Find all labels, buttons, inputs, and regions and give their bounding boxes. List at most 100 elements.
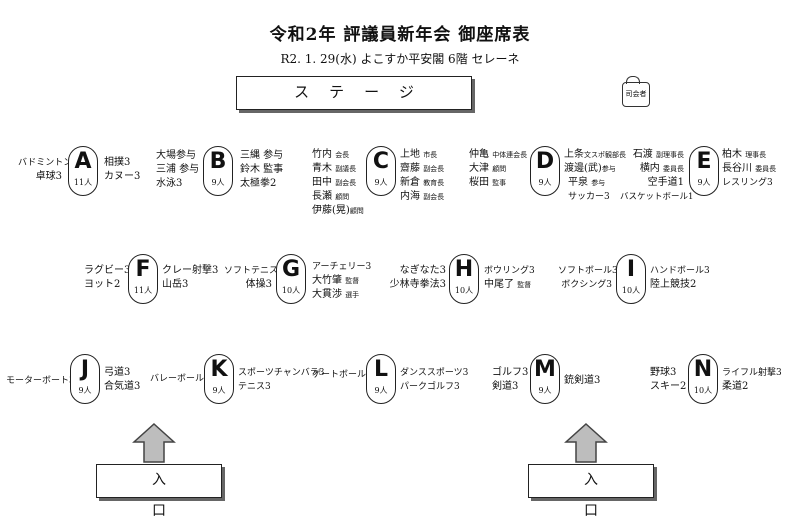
seat-name: ソフトボール3 (558, 266, 618, 276)
table-c-right: 上地 市長 齋藤 副会長 新倉 教育長 内海 副会長 (400, 148, 444, 204)
table-d-left: 仲亀 中体連会長 大津 顧問 桜田 監事 (469, 148, 527, 190)
table-d-right: 上条文スポ観部長 渡邊(武)参与 平泉 参与 サッカー3 (564, 148, 626, 204)
seat-name: 新倉 教育長 (400, 177, 445, 188)
seat-name: 柔道2 (722, 381, 749, 392)
seat-name: 剣道3 (492, 381, 519, 392)
table-a-right: 相撲3 カヌー3 (104, 156, 140, 184)
table-n[interactable]: N 10人 (688, 354, 718, 404)
seat-name: テニス3 (238, 382, 271, 392)
host-podium: 司会者 (622, 82, 650, 107)
table-d[interactable]: D 9人 (530, 146, 560, 196)
seat-name: 大竹肇 監督 (312, 275, 360, 286)
table-c[interactable]: C 9人 (366, 146, 396, 196)
table-letter: J (80, 357, 90, 382)
table-count: 10人 (693, 386, 713, 395)
table-c-left: 竹内 会長 青木 副議長 田中 副会長 長瀬 顧問 伊藤(晃)顧問 (312, 148, 364, 218)
table-g[interactable]: G 10人 (276, 254, 306, 304)
seat-name: ソフトテニス2 (224, 266, 284, 276)
table-h-left: なぎなた3 少林寺拳法3 (386, 264, 446, 292)
seat-name: 体操3 (245, 279, 272, 290)
seat-name: 横内 委員長 (639, 163, 684, 174)
table-letter: E (696, 149, 712, 174)
table-m-left: ゴルフ3 剣道3 (492, 366, 528, 394)
table-n-left: 野球3 スキー2 (650, 366, 686, 394)
table-f-right: クレー射撃3 山岳3 (162, 264, 218, 292)
page-title: 令和2年 評議員新年会 御座席表 (269, 25, 531, 45)
table-letter: F (135, 257, 151, 282)
table-count: 11人 (133, 286, 153, 295)
table-b-right: 三縄 参与 鈴木 監事 太極拳2 (240, 149, 283, 191)
table-letter: N (693, 357, 713, 382)
seat-name: 相撲3 (104, 157, 131, 168)
seat-name: 卓球3 (35, 171, 62, 182)
seat-name: ダンススポーツ3 (400, 368, 469, 378)
table-j[interactable]: J 9人 (70, 354, 100, 404)
seat-name: 柏木 理事長 (722, 149, 767, 160)
entrance-arrow-right-icon (564, 422, 608, 463)
table-count: 9人 (538, 178, 552, 187)
seat-name: 鈴木 監事 (240, 164, 284, 175)
entrance-left: 入口 (96, 464, 222, 519)
seat-name: パークゴルフ3 (400, 382, 460, 392)
seat-name: ゲートボール3 (312, 370, 372, 380)
table-i[interactable]: I 10人 (616, 254, 646, 304)
seat-name: 石渡 副理事長 (632, 149, 684, 160)
seat-name: 野球3 (650, 367, 677, 378)
seat-name: 少林寺拳法3 (389, 279, 446, 290)
table-j-left: モーターボート3 (6, 374, 75, 388)
table-letter: D (535, 149, 555, 174)
seat-name: ハンドボール3 (650, 266, 710, 276)
seat-name: スポーツチャンバラ3 (238, 368, 325, 378)
table-b[interactable]: B 9人 (203, 146, 233, 196)
table-g-right: アーチェリー3 大竹肇 監督 大貫渉 選手 (312, 260, 371, 302)
seat-name: 陸上競技2 (650, 279, 697, 290)
seat-name: 竹内 会長 (312, 149, 350, 160)
table-l[interactable]: L 9人 (366, 354, 396, 404)
event-subtitle: R2. 1. 29(水) よこすか平安閣 6階 セレーネ (280, 52, 520, 66)
table-count: 9人 (78, 386, 92, 395)
seat-name: ボウリング3 (484, 266, 535, 276)
seat-name: ヨット2 (84, 279, 121, 290)
table-i-right: ハンドボール3 陸上競技2 (650, 264, 710, 292)
table-h[interactable]: H 10人 (449, 254, 479, 304)
table-letter: L (373, 357, 389, 382)
table-l-right: ダンススポーツ3 パークゴルフ3 (400, 366, 468, 394)
seat-name: バドミントン2 (18, 158, 78, 168)
table-count: 9人 (374, 178, 388, 187)
table-count: 10人 (454, 286, 474, 295)
seat-name: カヌー3 (104, 171, 141, 182)
table-count: 9人 (538, 386, 552, 395)
table-k[interactable]: K 9人 (204, 354, 234, 404)
seat-name: モーターボート3 (6, 376, 75, 386)
table-count: 10人 (621, 286, 641, 295)
seat-name: 大場参与 (156, 150, 196, 161)
table-e[interactable]: E 9人 (689, 146, 719, 196)
seat-name: 内海 副会長 (400, 191, 445, 202)
entrance-right: 入口 (528, 464, 654, 519)
seat-name: 齋藤 副会長 (400, 163, 445, 174)
entrance-arrow-left-icon (132, 422, 176, 463)
table-letter: C (372, 149, 390, 174)
seat-name: 青木 副議長 (312, 163, 357, 174)
seat-name: 太極拳2 (240, 178, 277, 189)
table-m-right: 銃剣道3 (564, 374, 600, 388)
table-count: 9人 (211, 178, 225, 187)
table-m[interactable]: M 9人 (530, 354, 560, 404)
table-a[interactable]: A 11人 (68, 146, 98, 196)
seat-name: 桜田 監事 (469, 177, 507, 188)
seat-name: ボクシング3 (561, 280, 612, 290)
seat-name: 上地 市長 (400, 149, 438, 160)
seat-name: 三縄 参与 (240, 150, 284, 161)
seat-name: レスリング3 (722, 178, 773, 188)
seat-name: 空手道1 (647, 177, 684, 188)
table-count: 9人 (697, 178, 711, 187)
seat-name: 上条文スポ観部長 (564, 149, 626, 160)
table-g-left: ソフトテニス2 体操3 (224, 264, 284, 292)
seat-name: 中尾了 監督 (484, 279, 532, 290)
seat-name: 山岳3 (162, 279, 189, 290)
table-letter: I (626, 257, 636, 282)
table-f[interactable]: F 11人 (128, 254, 158, 304)
table-letter: K (210, 357, 228, 382)
table-d-far: 石渡 副理事長 横内 委員長 空手道1 バスケットボール1 (620, 148, 693, 204)
table-letter: H (454, 257, 474, 282)
